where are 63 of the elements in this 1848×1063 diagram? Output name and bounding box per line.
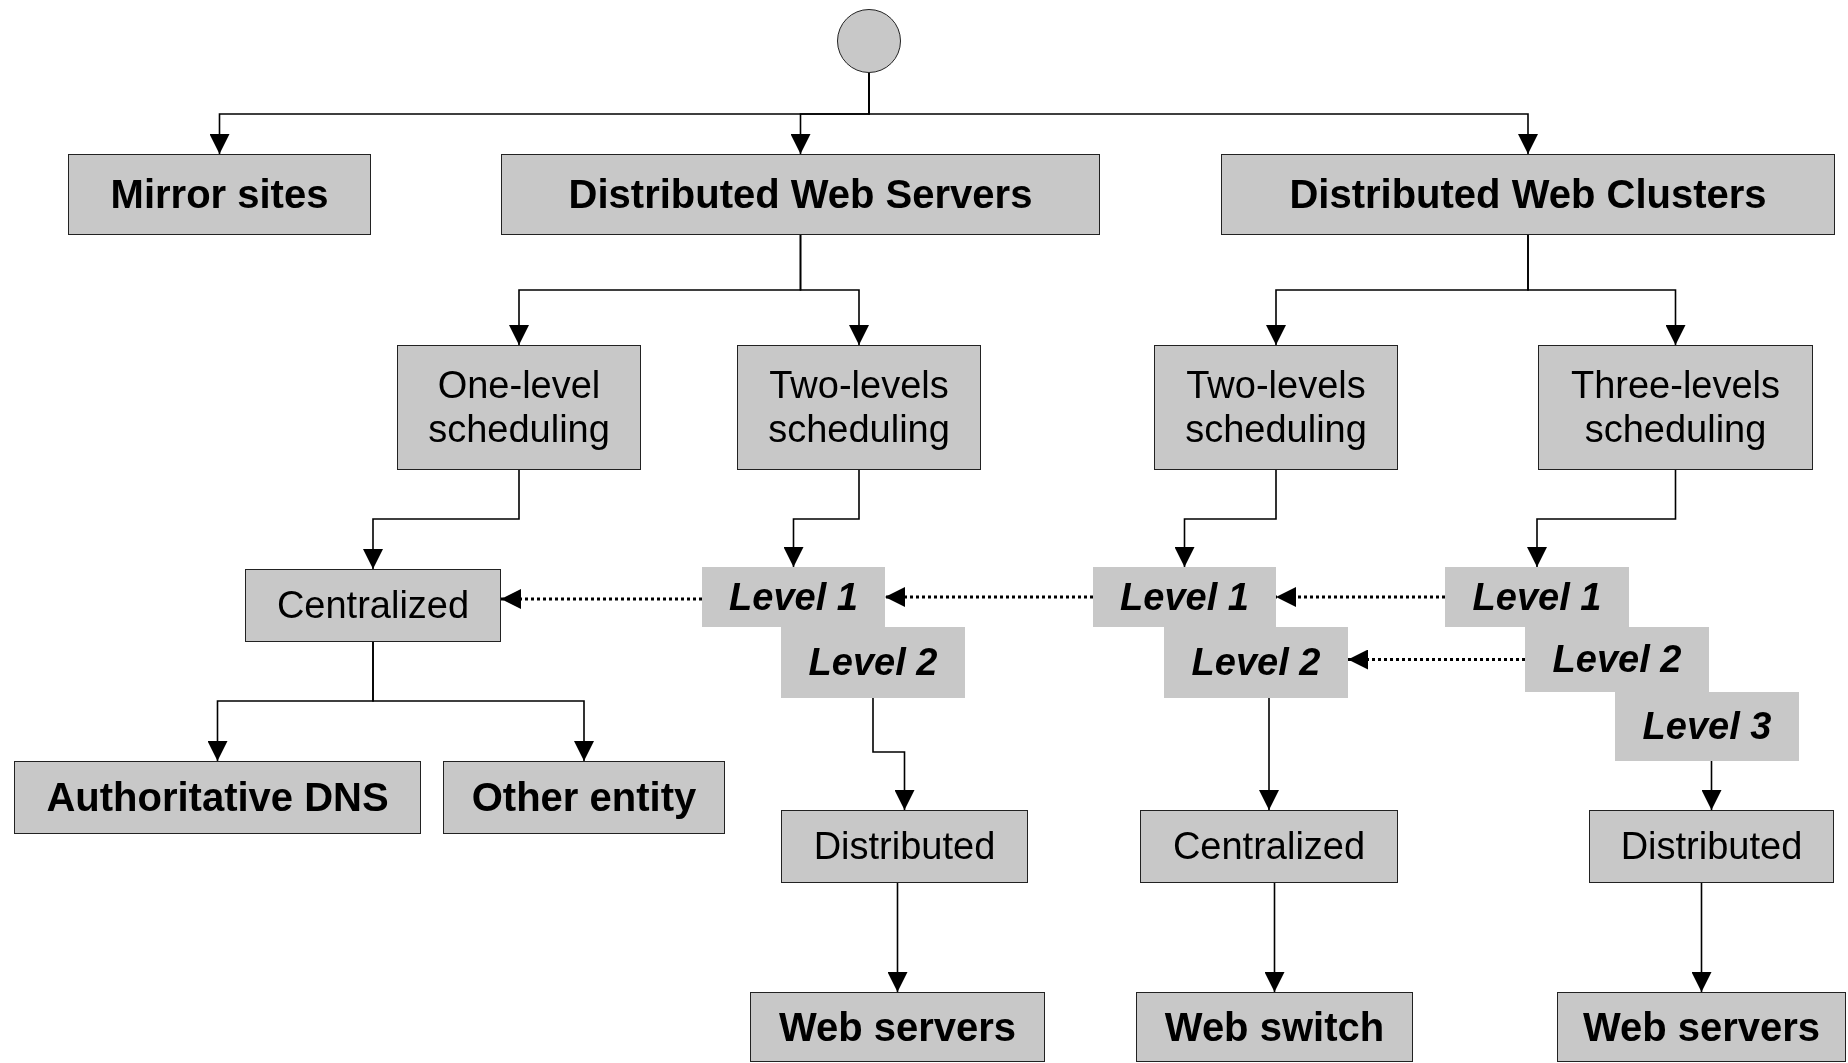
node-label: Mirror sites (110, 172, 329, 217)
node-label: Other entity (471, 775, 697, 820)
node-label: Two-levels scheduling (767, 363, 951, 452)
process-box (737, 345, 981, 470)
node-label: Level 2 (808, 641, 938, 684)
level-box (1445, 567, 1629, 627)
node-label: Web switch (1164, 1004, 1385, 1050)
arrow (783, 469, 860, 568)
node-label: Centralized (276, 583, 470, 628)
arrow (1259, 697, 1279, 811)
level-box (781, 627, 965, 698)
node-label: Level 2 (1552, 638, 1682, 681)
arrow (1691, 882, 1712, 993)
node-label: Level 1 (729, 575, 858, 619)
process-box (1136, 992, 1413, 1062)
process-box (68, 154, 371, 235)
level-box (1164, 627, 1348, 698)
node-label: Level 2 (1191, 641, 1321, 684)
level-box (1615, 692, 1799, 761)
process-box (1140, 810, 1398, 883)
node-label: Level 1 (1472, 575, 1602, 619)
arrow (799, 234, 869, 346)
dotted-arrow (885, 587, 1093, 607)
process-box (750, 992, 1045, 1062)
process-box (14, 761, 421, 834)
process-box (1154, 345, 1398, 470)
node-label: Two-levels scheduling (1184, 363, 1368, 452)
node-label: Level 1 (1120, 575, 1249, 619)
node-label: Authoritative DNS (46, 775, 389, 820)
node-label: Centralized (1172, 824, 1366, 869)
process-box (443, 761, 725, 834)
arrow (372, 641, 594, 762)
arrow (887, 882, 908, 993)
process-box (1221, 154, 1835, 235)
arrow (872, 697, 915, 811)
process-box (501, 154, 1100, 235)
arrow (1701, 760, 1722, 811)
node-label: Web servers (1582, 1004, 1821, 1050)
node-label: Level 3 (1642, 705, 1772, 748)
process-box (1557, 992, 1846, 1062)
process-box (1589, 810, 1834, 883)
arrow (1174, 469, 1277, 568)
level-box (1093, 567, 1276, 627)
node-label: Distributed (1620, 824, 1803, 869)
arrow (363, 469, 520, 570)
dotted-arrow (1348, 649, 1525, 670)
arrow (1527, 234, 1686, 346)
process-box (1538, 345, 1813, 470)
node-label: Distributed Web Clusters (1289, 172, 1767, 217)
dotted-arrow (501, 589, 702, 609)
node-label: One-level scheduling (427, 363, 611, 452)
node-label: Distributed Web Servers (568, 172, 1033, 217)
process-box (245, 569, 501, 642)
dotted-arrow (1276, 587, 1445, 607)
arrow (1264, 882, 1285, 993)
arrow (1527, 469, 1677, 568)
node-label: Three-levels scheduling (1569, 363, 1782, 452)
process-box (781, 810, 1028, 883)
node-label: Distributed (813, 824, 996, 869)
level-box (702, 567, 885, 627)
arrow (868, 72, 1538, 155)
node-label: Web servers (778, 1004, 1017, 1050)
process-box (397, 345, 641, 470)
